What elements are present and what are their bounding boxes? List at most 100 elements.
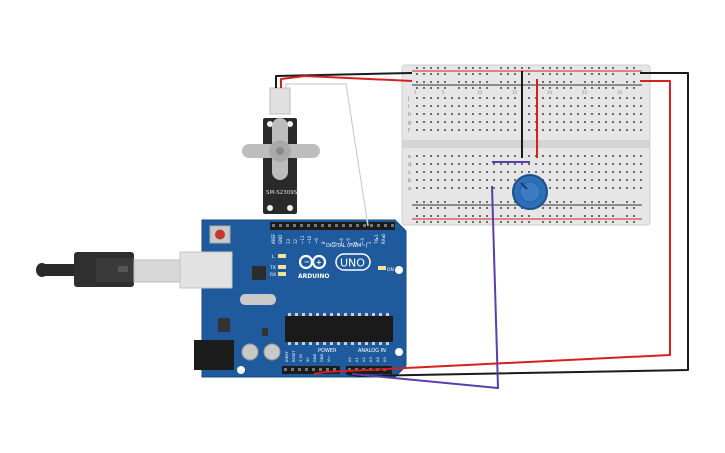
wire-5v-red[interactable] [313, 80, 671, 375]
hole [514, 113, 516, 115]
hole [486, 81, 488, 83]
hole [486, 201, 488, 203]
hole [556, 163, 558, 165]
hole [640, 187, 642, 189]
arduino-logo: − + [298, 253, 371, 271]
hole [465, 201, 467, 203]
hole [309, 342, 312, 345]
hole [493, 163, 495, 165]
hole [379, 342, 382, 345]
hole [612, 221, 614, 223]
hole [556, 121, 558, 123]
hole [330, 313, 333, 316]
hole [514, 121, 516, 123]
hole [626, 163, 628, 165]
hole [479, 155, 481, 157]
hole [416, 221, 418, 223]
hole [423, 87, 425, 89]
hole [584, 179, 586, 181]
hole [640, 179, 642, 181]
hole [386, 342, 389, 345]
power-header[interactable] [282, 366, 340, 374]
hole [591, 171, 593, 173]
pin-label: GND [320, 354, 324, 362]
wire-signal-purple[interactable] [351, 185, 499, 389]
hole [444, 73, 446, 75]
pin-label: 2 [367, 241, 372, 244]
hole [640, 163, 642, 165]
hole [521, 215, 523, 217]
hole [500, 171, 502, 173]
hole [619, 171, 621, 173]
hole [423, 171, 425, 173]
hole [472, 67, 474, 69]
hole [444, 105, 446, 107]
hole [514, 171, 516, 173]
digital-header-pins [272, 224, 394, 227]
hole [451, 121, 453, 123]
hole [598, 155, 600, 157]
hole [465, 113, 467, 115]
pin-label: 12 [293, 238, 298, 244]
wire-servo-vcc[interactable] [280, 75, 413, 88]
hole [321, 224, 324, 227]
hole [279, 224, 282, 227]
wire-servo-gnd[interactable] [275, 72, 413, 88]
hole [330, 342, 333, 345]
hole [500, 201, 502, 203]
hole [507, 215, 509, 217]
pin-label: 13 [286, 238, 291, 244]
digital-header[interactable] [270, 222, 395, 230]
hole [528, 171, 530, 173]
hole [295, 313, 298, 316]
hole [612, 121, 614, 123]
hole [556, 207, 558, 209]
hole [549, 97, 551, 99]
hole [430, 187, 432, 189]
hole [598, 187, 600, 189]
potentiometer[interactable] [512, 174, 548, 210]
hole [542, 129, 544, 131]
column-number: 5 [442, 90, 445, 95]
led-label: L [272, 254, 275, 260]
hole [437, 81, 439, 83]
hole [563, 87, 565, 89]
power-label: POWER [318, 348, 337, 354]
hole [556, 179, 558, 181]
mounting-hole [395, 348, 403, 356]
hole [500, 87, 502, 89]
column-number: 10 [477, 90, 483, 95]
hole [451, 179, 453, 181]
led-label: RX [270, 272, 276, 278]
usb-port [179, 251, 233, 289]
hole [556, 155, 558, 157]
hole [591, 221, 593, 223]
hole [472, 81, 474, 83]
hole [486, 129, 488, 131]
hole [507, 171, 509, 173]
hole [423, 201, 425, 203]
hole [514, 155, 516, 157]
breadboard[interactable]: j i h g f e d c b a 1 5 10 15 20 25 30 [401, 64, 651, 226]
hole [556, 221, 558, 223]
smd-part [262, 328, 268, 336]
hole [465, 67, 467, 69]
arduino-uno-board[interactable]: L TX RX ON − + UNO ARDUINO DIGITAL (PWM~… [179, 219, 407, 378]
reset-button-cap[interactable] [215, 229, 225, 240]
breadboard-column-numbers: 1 5 10 15 20 25 30 [414, 90, 623, 95]
servo-horn[interactable] [242, 118, 320, 180]
hole [423, 207, 425, 209]
hole [500, 129, 502, 131]
hole [451, 113, 453, 115]
hole [319, 368, 322, 371]
hole [626, 179, 628, 181]
hole [570, 221, 572, 223]
hole [486, 155, 488, 157]
hole [458, 97, 460, 99]
hole [500, 207, 502, 209]
pin-label: A5 [383, 357, 387, 362]
hole [612, 67, 614, 69]
hole [423, 105, 425, 107]
hole [591, 97, 593, 99]
servo-motor[interactable]: SM-S2309S [242, 87, 320, 214]
